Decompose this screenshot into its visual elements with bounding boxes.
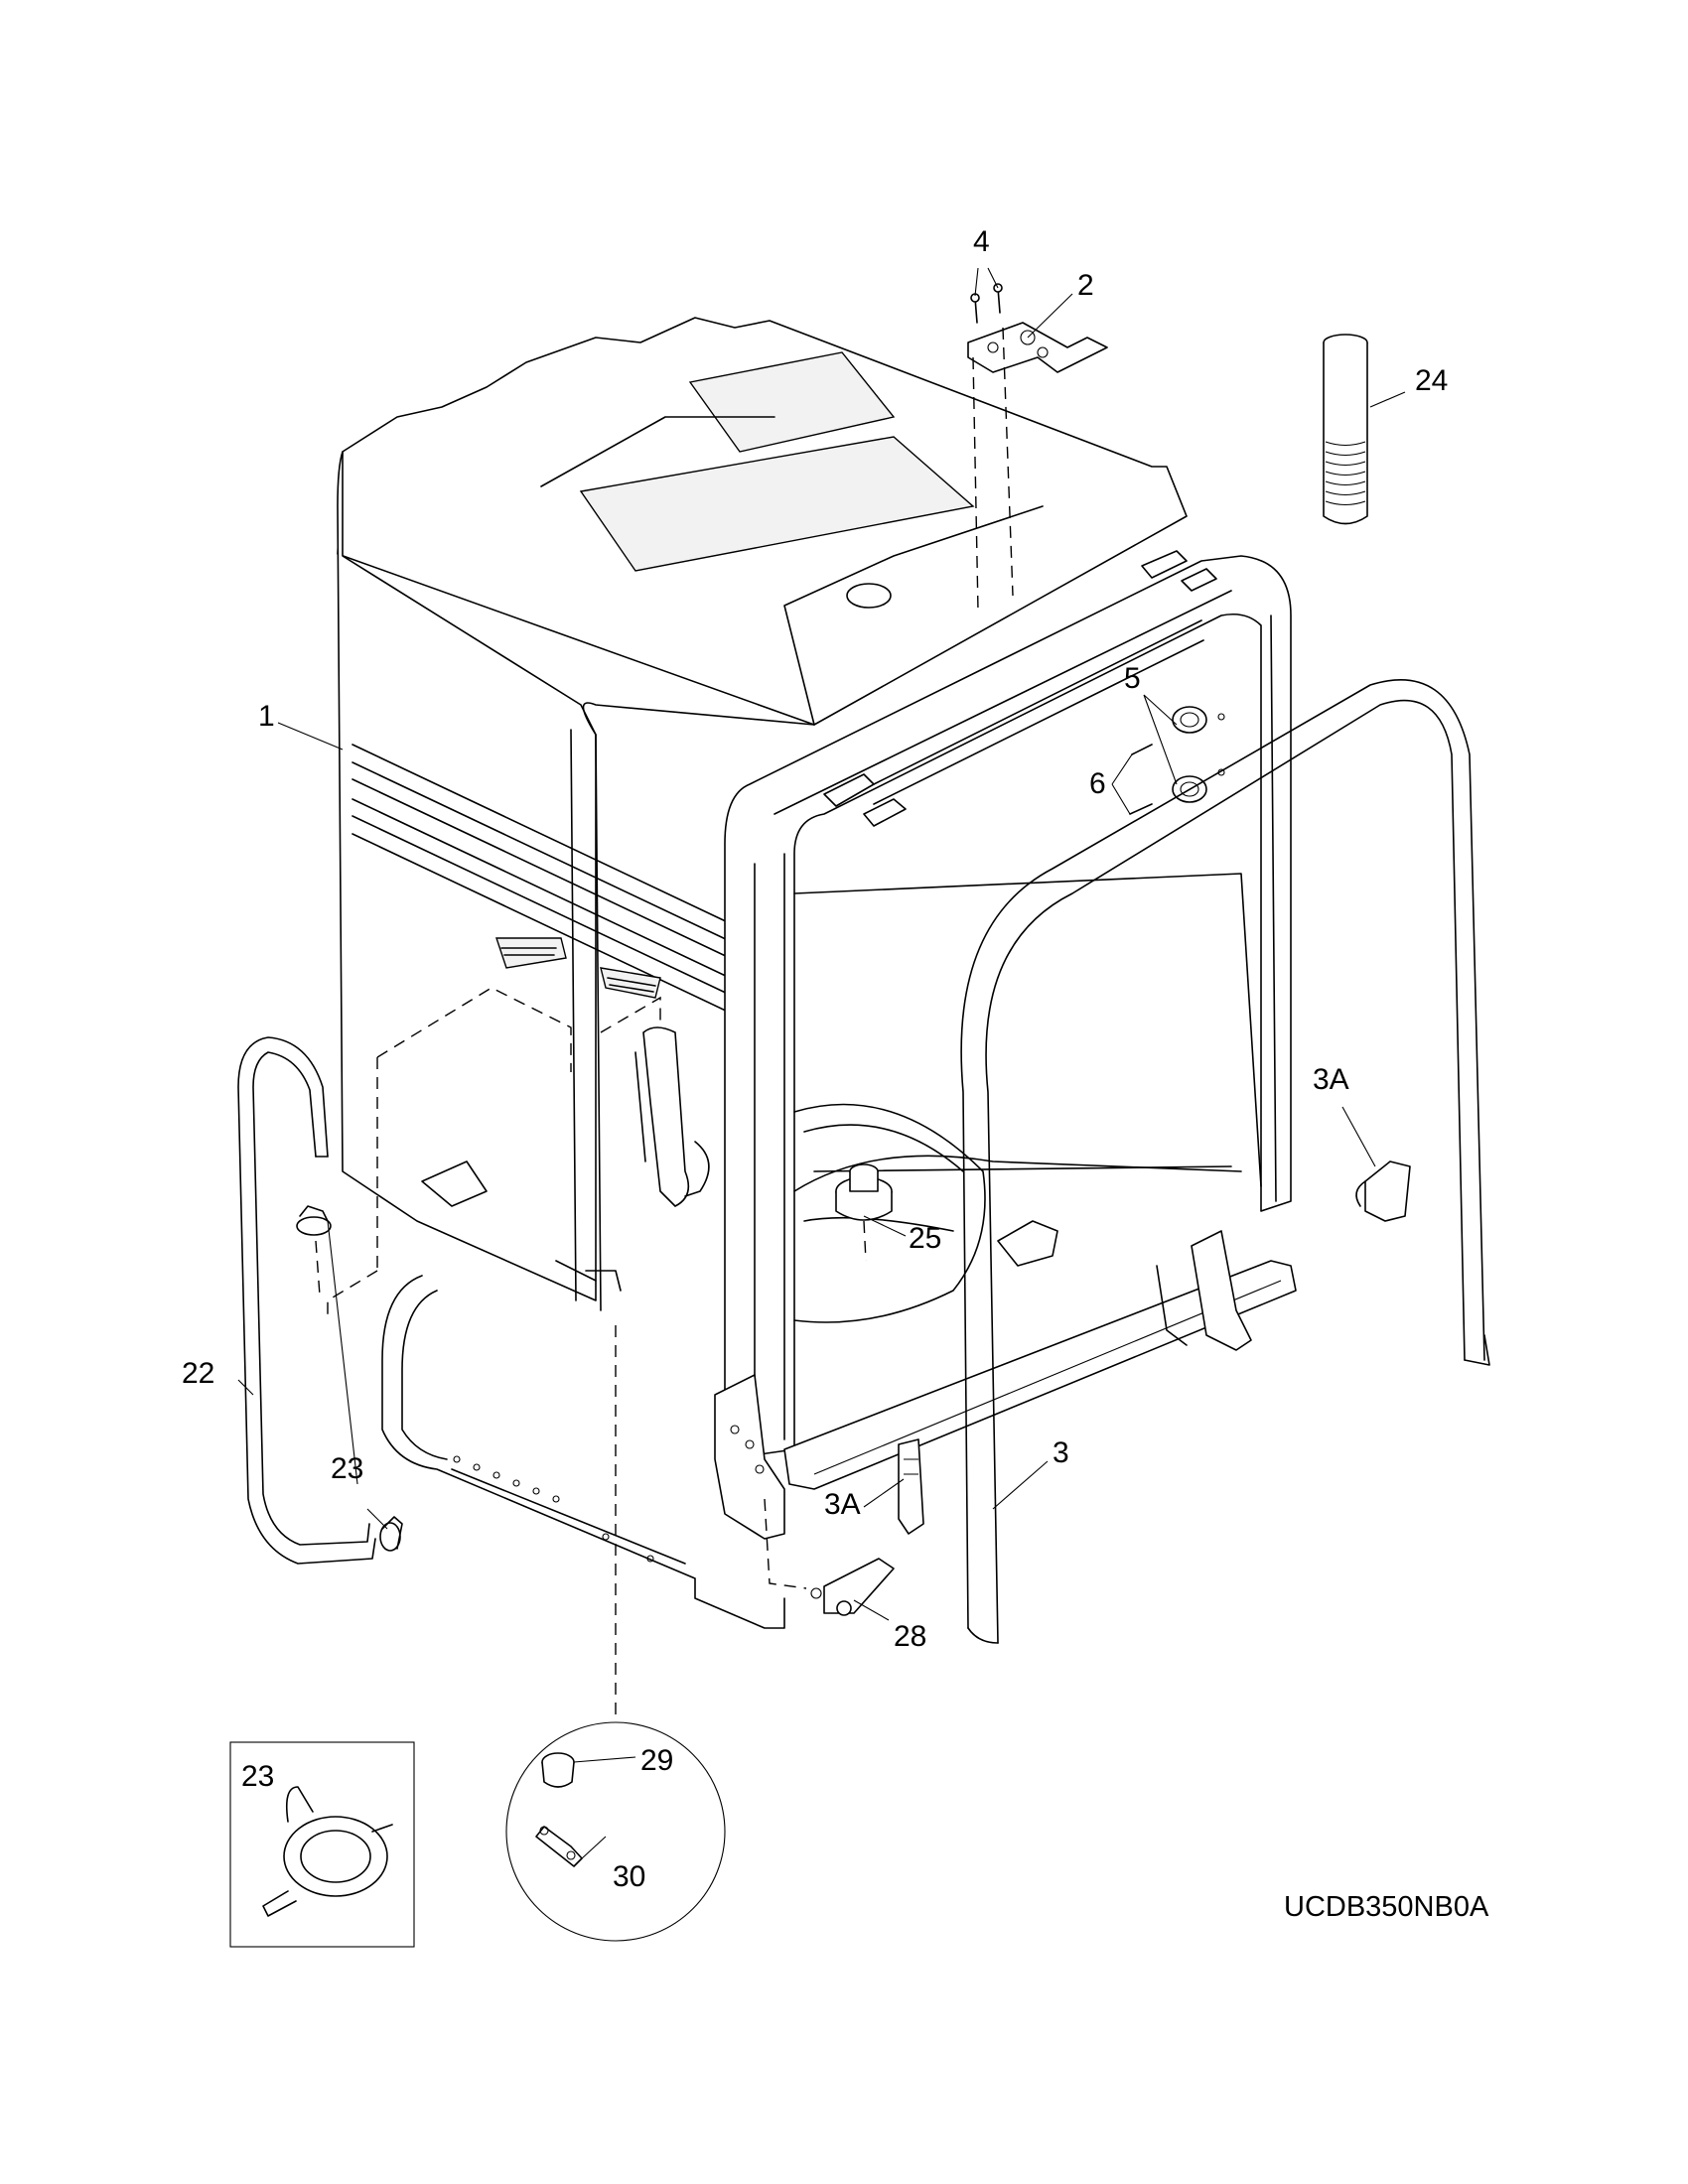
- callout-4: 4: [973, 225, 990, 258]
- callout-1: 1: [258, 700, 275, 733]
- part-2-bracket: [967, 322, 1108, 612]
- part-24-vent-tube: [1323, 334, 1368, 525]
- part-5-wheels: [1172, 706, 1225, 803]
- callout-30: 30: [613, 1860, 645, 1893]
- model-code: UCDB350NB0A: [1284, 1891, 1489, 1923]
- inner-tub: [381, 873, 1297, 1629]
- part-3-door-gasket: [960, 679, 1490, 1644]
- part-23-clamp-mid: [379, 1516, 403, 1552]
- callout-29: 29: [640, 1744, 673, 1777]
- leader-lines: [237, 267, 1406, 1860]
- part-28-switch: [764, 1498, 895, 1616]
- callout-23-inset: 23: [241, 1760, 274, 1793]
- callout-25: 25: [909, 1222, 941, 1255]
- callout-2: 2: [1077, 269, 1094, 302]
- part-3a-clip-bottom: [898, 1438, 924, 1535]
- callout-5: 5: [1124, 662, 1141, 695]
- callout-23-mid: 23: [331, 1452, 363, 1485]
- detail-circle-29-30: [505, 1721, 726, 1942]
- callout-28: 28: [894, 1620, 926, 1653]
- callout-22: 22: [182, 1357, 214, 1390]
- part-3a-clip-right: [1355, 1160, 1411, 1222]
- callout-6: 6: [1089, 767, 1106, 800]
- callout-3a-bottom: 3A: [824, 1488, 861, 1521]
- part-23-clamp-top: [296, 1205, 332, 1297]
- part-22-hose: [237, 1036, 376, 1565]
- callout-labels: 1 2 3 3A 3A 4 5 6 22 23 23 24 25 28 29 3…: [182, 225, 1489, 1923]
- inset-clamp-detail: [229, 1741, 415, 1948]
- rail-holes: [453, 1455, 654, 1563]
- callout-3: 3: [1053, 1436, 1069, 1469]
- part-6-screws: [1129, 744, 1153, 815]
- part-25-hub: [835, 1163, 893, 1262]
- callout-3a-right: 3A: [1313, 1063, 1349, 1096]
- callout-24: 24: [1415, 364, 1448, 397]
- front-frame: [714, 550, 1292, 1540]
